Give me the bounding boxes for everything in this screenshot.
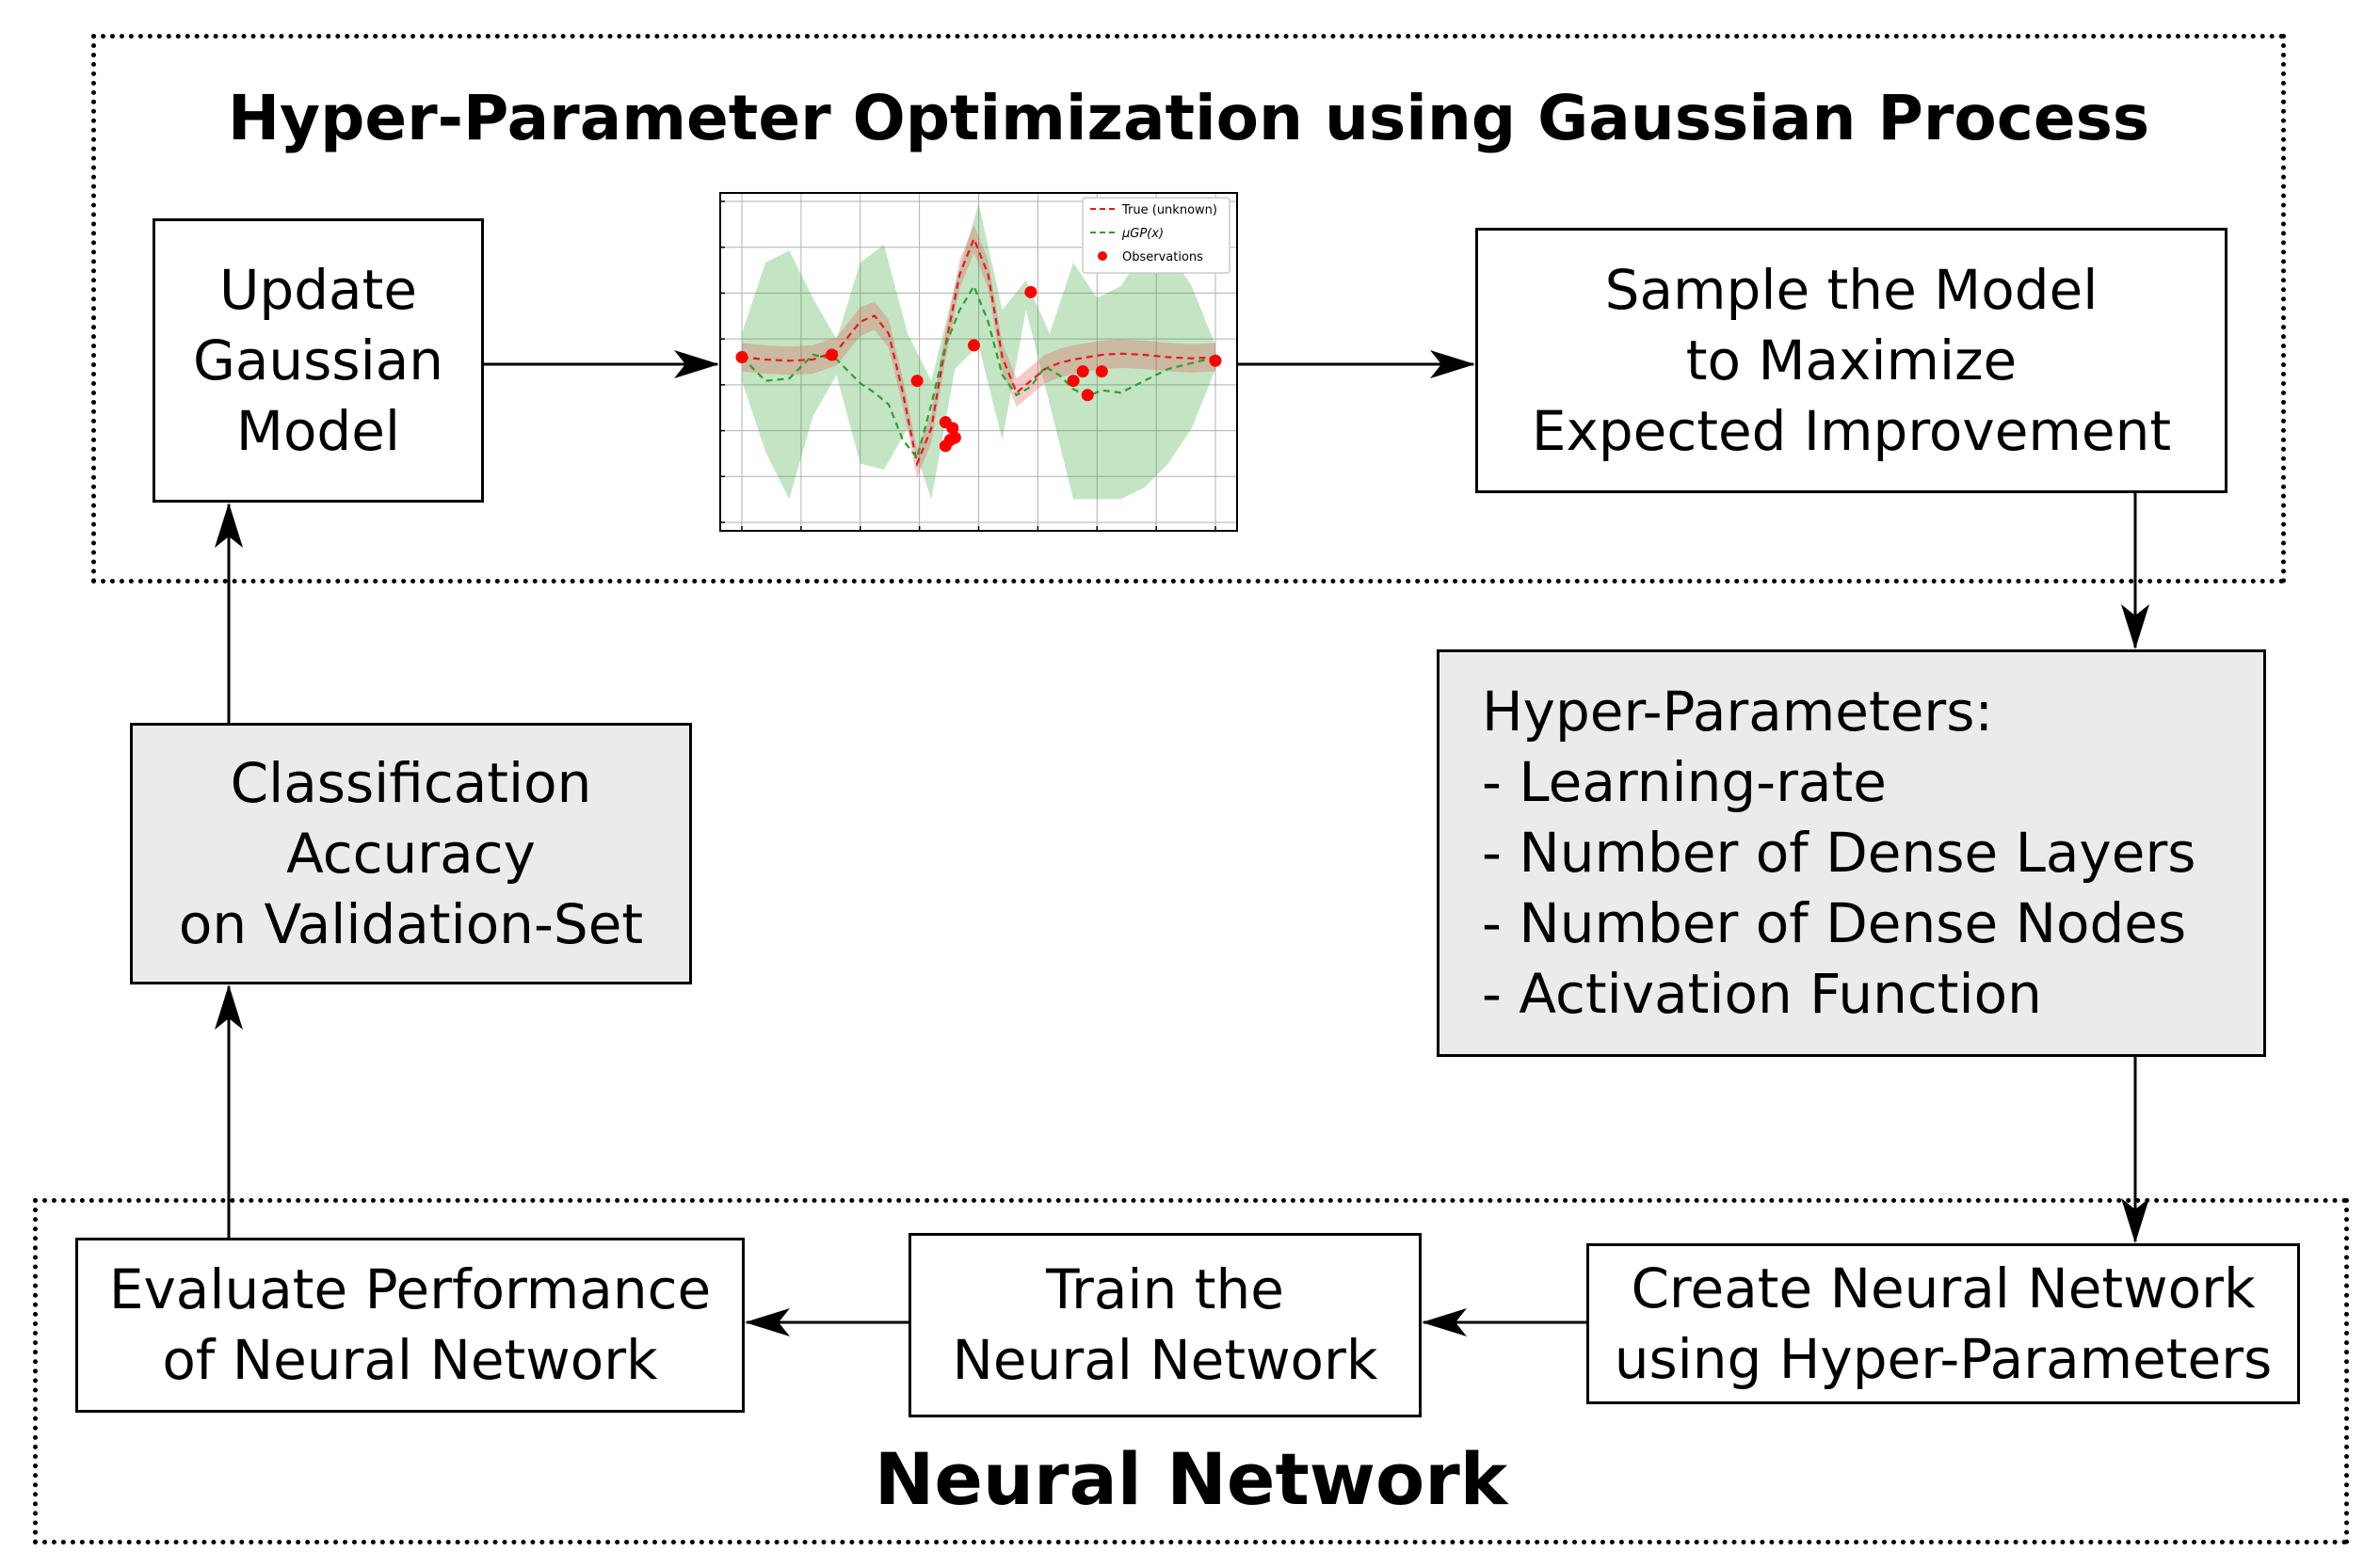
evaluate-performance-box: Evaluate Performance of Neural Network <box>75 1238 745 1413</box>
box-text-line: using Hyper-Parameters <box>1614 1326 2273 1391</box>
box-text-line: Hyper-Parameters: <box>1482 680 1994 744</box>
observation-point <box>967 339 980 352</box>
observation-point <box>1209 354 1222 367</box>
box-text-line: Sample the Model <box>1604 257 2099 322</box>
neural-network-region: Neural Network <box>33 1198 2349 1544</box>
true-curve-line <box>741 235 1216 468</box>
box-text-line: on Validation-Set <box>178 891 644 956</box>
legend-obs-swatch <box>1098 251 1107 261</box>
box-text-line: - Activation Function <box>1482 962 2042 1026</box>
legend-frame <box>1082 197 1230 274</box>
box-text-line: - Number of Dense Nodes <box>1482 891 2187 955</box>
observation-point <box>1081 389 1094 402</box>
box-text-line: Create Neural Network <box>1631 1256 2256 1320</box>
plot-ticks <box>719 200 1216 532</box>
box-text-line: Model <box>235 398 401 463</box>
sample-model-box: Sample the Model to Maximize Expected Im… <box>1475 228 2227 493</box>
observation-points <box>735 285 1222 453</box>
observation-point <box>1024 285 1037 298</box>
gaussian-process-plot: True (unknown) μGP(x) Observations <box>719 192 1238 532</box>
classification-accuracy-box: Classification Accuracy on Validation-Se… <box>130 723 692 984</box>
train-network-box: Train the Neural Network <box>909 1233 1422 1417</box>
box-text-line: to Maximize <box>1685 328 2018 392</box>
box-text-line: Expected Improvement <box>1531 398 2172 463</box>
observation-point <box>826 348 839 361</box>
observation-point <box>735 351 748 363</box>
observation-point <box>1095 365 1108 378</box>
gp-region-title: Hyper-Parameter Optimization using Gauss… <box>227 82 2150 154</box>
plot-series <box>741 235 1216 468</box>
observation-point <box>1076 365 1089 378</box>
box-text-line: Update <box>218 257 418 322</box>
observation-point <box>946 422 959 435</box>
nn-region-title: Neural Network <box>874 1437 1508 1521</box>
box-text-line: Evaluate Performance <box>108 1257 712 1321</box>
box-text-line: of Neural Network <box>162 1328 658 1392</box>
observation-point <box>948 431 961 444</box>
gp-mean-line <box>741 283 1216 460</box>
gp-optimization-region: Hyper-Parameter Optimization using Gauss… <box>91 34 2286 584</box>
box-text-line: Gaussian <box>192 328 444 392</box>
observation-point <box>1067 375 1080 388</box>
legend-true-label: True (unknown) <box>1121 203 1217 217</box>
box-text-line: Classification <box>230 750 592 815</box>
legend-obs-label: Observations <box>1122 250 1203 264</box>
box-text-line: - Learning-rate <box>1482 750 1887 814</box>
confidence-band-area <box>742 203 1215 500</box>
box-text-line: - Number of Dense Layers <box>1482 821 2196 885</box>
observation-point <box>910 375 924 388</box>
box-text-line: Train the <box>1046 1257 1284 1321</box>
observation-point <box>939 440 952 453</box>
hyper-parameters-box: Hyper-Parameters: - Learning-rate - Numb… <box>1437 649 2266 1057</box>
plot-legend: True (unknown) μGP(x) Observations <box>1082 197 1230 274</box>
plot-grid <box>719 192 1238 532</box>
legend-mu-label: μGP(x) <box>1121 227 1164 241</box>
create-network-box: Create Neural Network using Hyper-Parame… <box>1586 1243 2300 1404</box>
box-text-line: Neural Network <box>952 1328 1378 1392</box>
box-text-line: Accuracy <box>286 821 536 886</box>
update-gaussian-model-box: Update Gaussian Model <box>153 218 484 503</box>
